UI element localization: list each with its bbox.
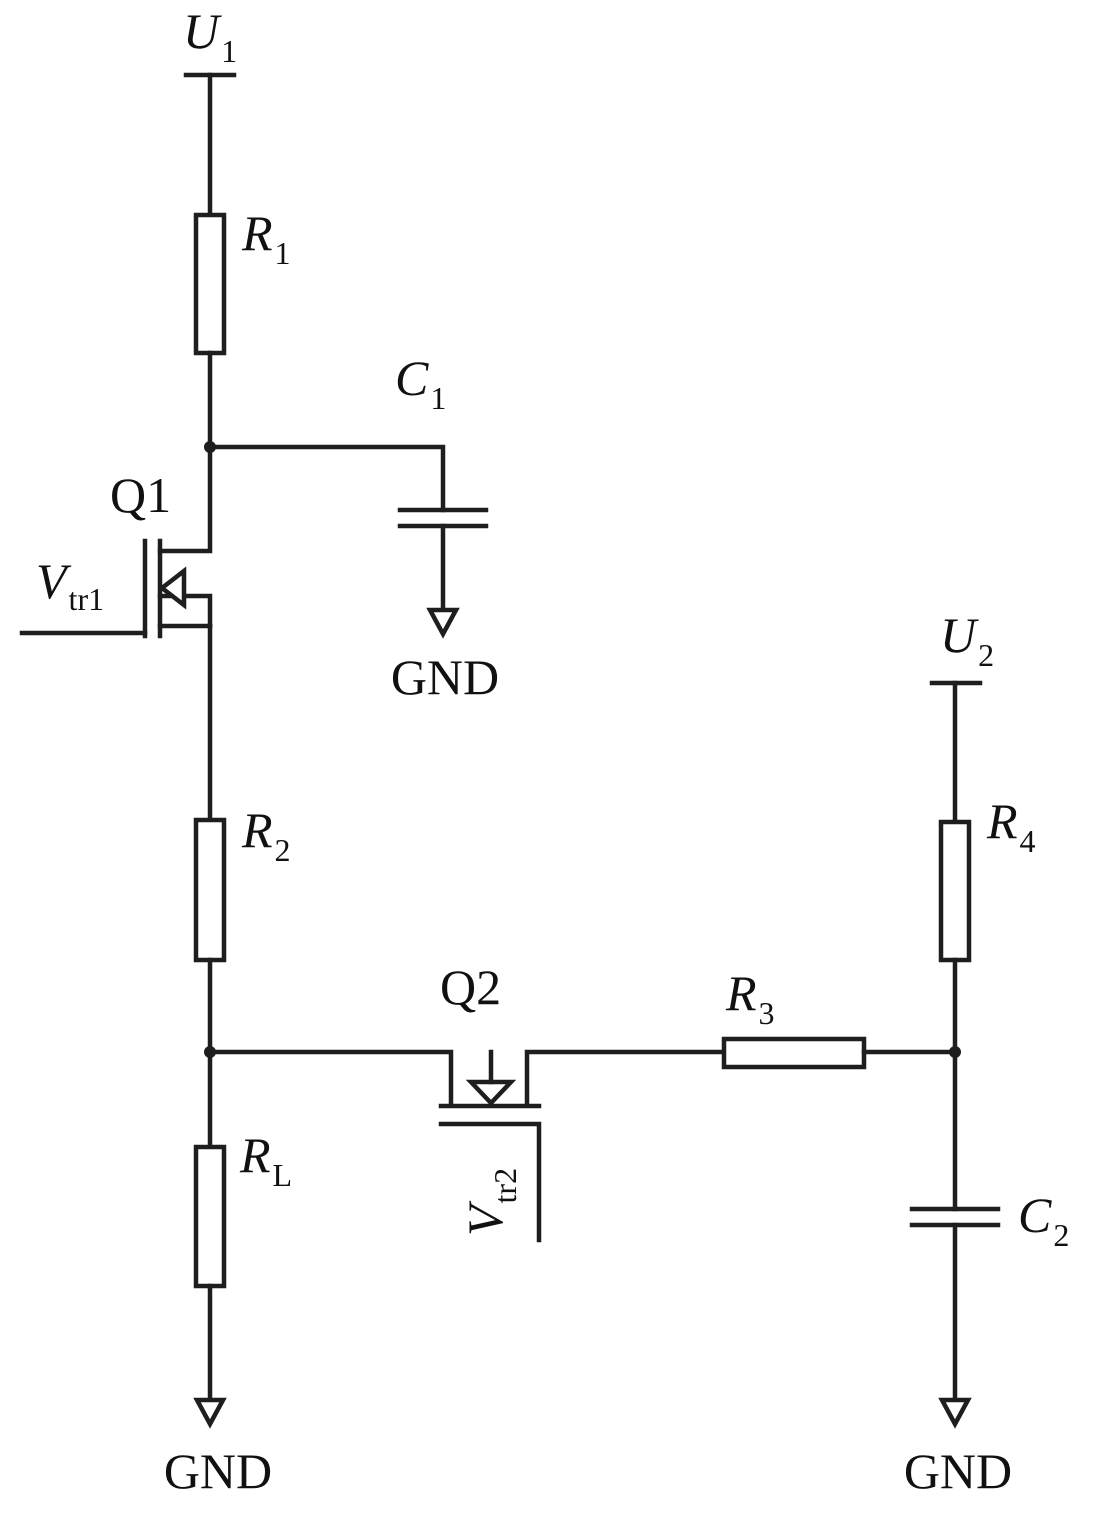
label-rl: RL bbox=[239, 1127, 292, 1193]
ground-icon bbox=[193, 1397, 227, 1429]
label-c2: C2 bbox=[1018, 1187, 1069, 1253]
label-r4: R4 bbox=[986, 793, 1036, 859]
ground-icon bbox=[938, 1397, 972, 1429]
label-r3: R3 bbox=[725, 965, 775, 1031]
label-q1: Q1 bbox=[110, 467, 171, 523]
q2-body-arrow-icon bbox=[465, 1079, 517, 1107]
gate-line-vtr2 bbox=[438, 1121, 542, 1243]
label-q2: Q2 bbox=[440, 959, 501, 1015]
label-r1: R1 bbox=[241, 205, 291, 271]
label-gnd-c1: GND bbox=[391, 649, 499, 705]
resistor-r3 bbox=[721, 1036, 867, 1070]
resistor-r2 bbox=[193, 817, 227, 963]
label-u1: U1 bbox=[183, 3, 237, 69]
capacitor-c1-branch bbox=[207, 444, 489, 639]
label-vtr1: Vtr1 bbox=[36, 553, 104, 617]
u2-supply-terminal bbox=[929, 680, 983, 825]
u1-supply-terminal bbox=[183, 72, 237, 218]
transistor-q1 bbox=[142, 444, 213, 639]
label-gnd-left: GND bbox=[164, 1443, 272, 1499]
label-gnd-right: GND bbox=[904, 1443, 1012, 1499]
label-c1: C1 bbox=[395, 350, 446, 416]
label-vtr2: Vtr2 bbox=[457, 1168, 523, 1236]
resistor-r1 bbox=[193, 212, 227, 356]
q1-body-arrow-icon bbox=[158, 566, 187, 610]
transistor-q2 bbox=[207, 1049, 727, 1109]
ground-icon bbox=[426, 607, 460, 639]
resistor-r4 bbox=[938, 819, 972, 963]
resistor-rl bbox=[193, 1144, 227, 1289]
label-r2: R2 bbox=[241, 802, 291, 868]
label-u2: U2 bbox=[940, 607, 994, 673]
